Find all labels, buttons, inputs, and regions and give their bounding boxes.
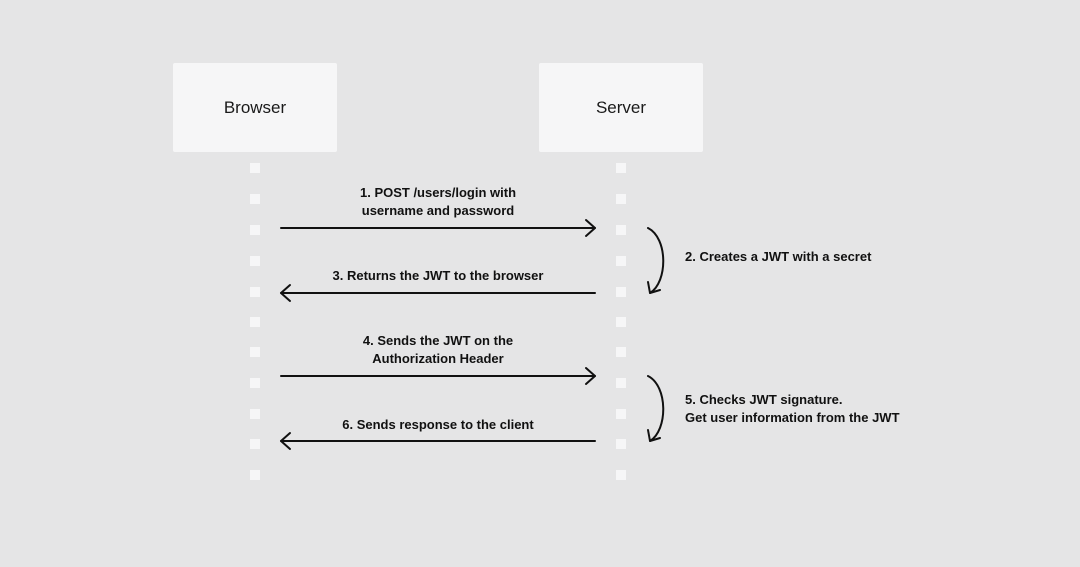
arrow-5-self-loop xyxy=(647,375,665,442)
message-5-label: 5. Checks JWT signature. Get user inform… xyxy=(685,391,900,427)
message-1-label: 1. POST /users/login with username and p… xyxy=(278,184,598,220)
browser-actor-label: Browser xyxy=(223,97,287,117)
message-4-line-2: Authorization Header xyxy=(372,351,504,366)
message-5-line-1: 5. Checks JWT signature. xyxy=(685,392,843,407)
message-6-label: 6. Sends response to the client xyxy=(278,416,598,434)
message-4-line-1: 4. Sends the JWT on the xyxy=(362,333,514,348)
arrow-4-right xyxy=(280,367,596,385)
message-1-line-2: username and password xyxy=(361,203,515,218)
browser-lifeline xyxy=(250,163,260,480)
arrow-1-right xyxy=(280,219,596,237)
arrow-3-left xyxy=(280,284,596,302)
server-actor-label: Server xyxy=(595,97,647,117)
message-3-line-1: 3. Returns the JWT to the browser xyxy=(332,268,544,283)
message-3-label: 3. Returns the JWT to the browser xyxy=(278,267,598,285)
message-4-label: 4. Sends the JWT on the Authorization He… xyxy=(278,332,598,368)
message-2-label: 2. Creates a JWT with a secret xyxy=(685,248,871,266)
message-1-line-1: 1. POST /users/login with xyxy=(359,185,517,200)
message-5-line-2: Get user information from the JWT xyxy=(685,410,900,425)
server-actor-box: Server xyxy=(539,63,703,152)
arrow-6-left xyxy=(280,432,596,450)
browser-actor-box: Browser xyxy=(173,63,337,152)
server-lifeline xyxy=(616,163,626,480)
message-2-line-1: 2. Creates a JWT with a secret xyxy=(685,249,872,264)
message-6-line-1: 6. Sends response to the client xyxy=(342,417,534,432)
arrow-2-self-loop xyxy=(647,227,665,294)
